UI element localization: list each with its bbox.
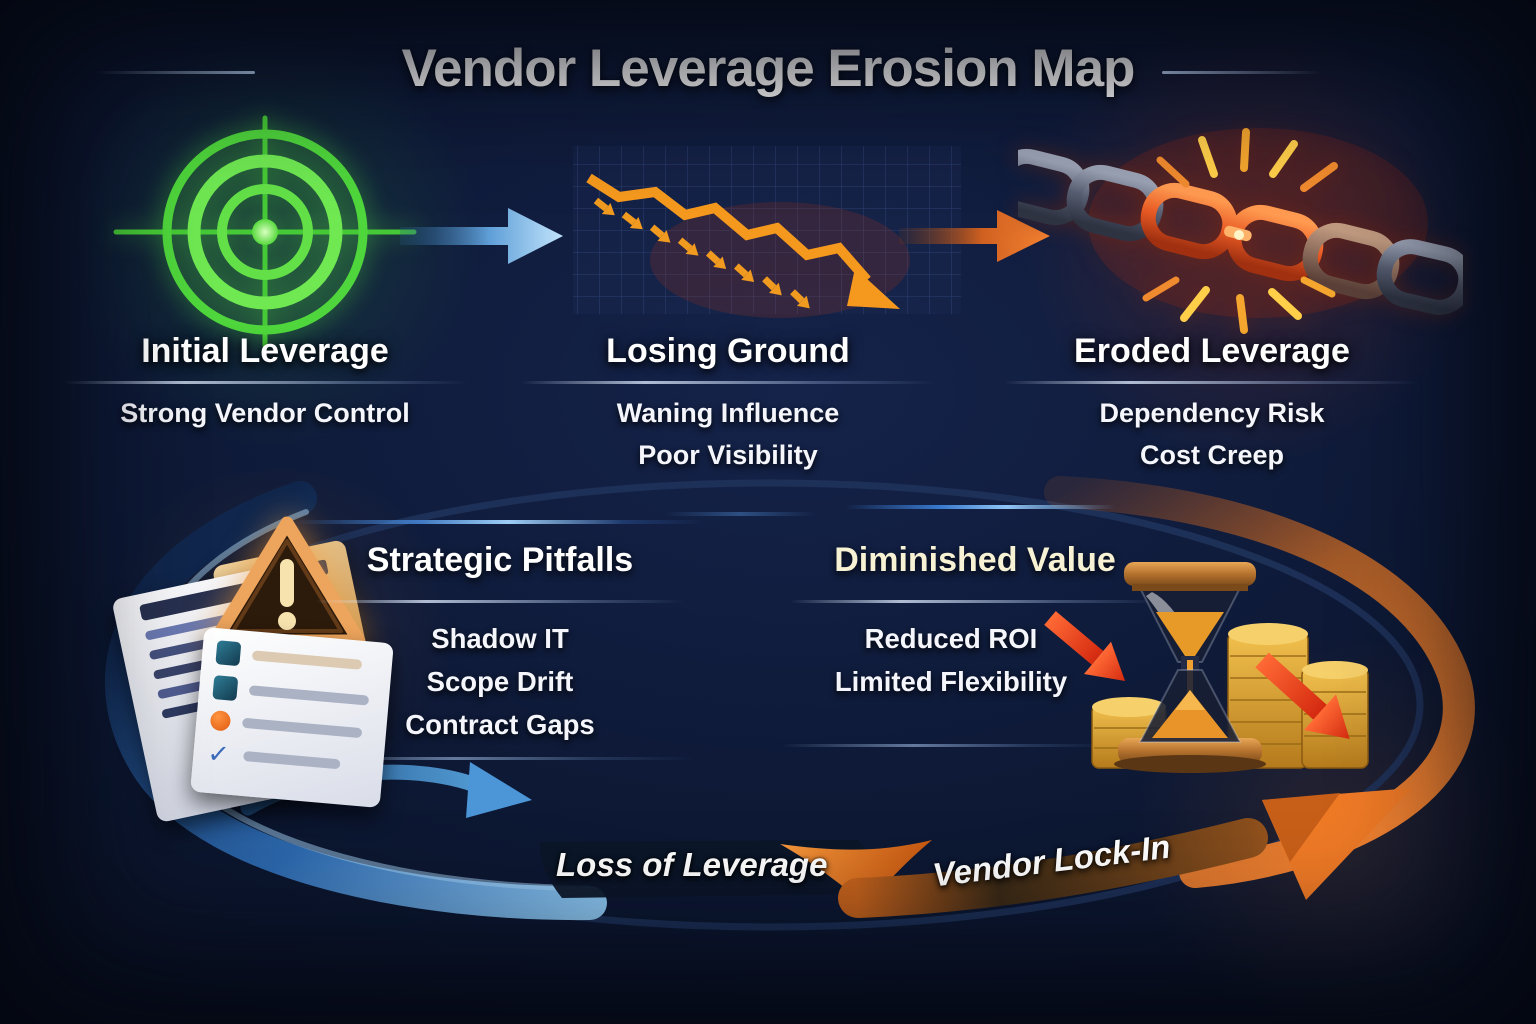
divider-below-diminished — [782, 744, 1112, 747]
loss-label-band — [539, 840, 871, 898]
loop-small-blue-arrowhead — [466, 762, 532, 818]
stage-eroded-leverage: Eroded Leverage Dependency Risk Cost Cre… — [992, 331, 1432, 476]
dashed-trend-arrows — [593, 197, 810, 309]
pitfall-item: Contract Gaps — [405, 709, 595, 740]
pitfall-item: Shadow IT — [431, 623, 569, 654]
checkbox-icon — [212, 675, 239, 702]
bullet-dot-icon — [209, 709, 232, 732]
lockin-arrowhead-shade — [1262, 793, 1340, 862]
title-rule-left — [95, 71, 255, 74]
stage-detail: Poor Visibility — [638, 440, 818, 470]
page-title: Vendor Leverage Erosion Map — [401, 39, 1136, 98]
section-divider — [790, 600, 1160, 603]
warning-documents-icon: ✓ — [105, 516, 455, 824]
stage-divider — [520, 381, 936, 384]
stage-label: Initial Leverage — [141, 332, 389, 370]
stage-divider — [1004, 381, 1420, 384]
break-sparks — [1142, 128, 1338, 334]
stage-detail: Dependency Risk — [1099, 398, 1325, 428]
decline-arrow-right — [1255, 652, 1350, 739]
section-label: Diminished Value — [834, 541, 1116, 579]
checkmark-icon: ✓ — [206, 737, 231, 770]
stage-losing-ground: Losing Ground Waning Influence Poor Visi… — [508, 331, 948, 476]
section-divider — [315, 600, 685, 603]
lockin-band — [838, 818, 1268, 918]
stage-label: Losing Ground — [606, 332, 850, 370]
diminished-item: Reduced ROI — [864, 623, 1038, 654]
hourglass-coins-icon — [1044, 562, 1369, 773]
hourglass — [1114, 562, 1266, 773]
pitfall-item: Scope Drift — [426, 666, 574, 697]
loss-of-leverage-label: Loss of Leverage — [556, 846, 828, 883]
stage-detail: Waning Influence — [616, 398, 840, 428]
divider-below-pitfalls — [295, 757, 695, 760]
loop-orange-chevron — [780, 840, 932, 908]
section-strategic-pitfalls: Strategic Pitfalls Shadow IT Scope Drift… — [300, 540, 700, 746]
target-icon — [113, 115, 417, 349]
arrow-losing-to-eroded-icon — [899, 210, 1050, 262]
diminished-item: Limited Flexibility — [834, 666, 1068, 697]
arrow-initial-to-losing-icon — [400, 208, 563, 264]
section-label: Strategic Pitfalls — [366, 541, 634, 579]
decline-arrow-left — [1044, 611, 1126, 681]
section-diminished-value: Diminished Value Reduced ROI Limited Fle… — [780, 540, 1170, 703]
stage-detail: Cost Creep — [1139, 440, 1285, 470]
stage-detail: Strong Vendor Control — [120, 398, 410, 428]
title-rule-right — [1162, 71, 1322, 74]
stage-label: Eroded Leverage — [1074, 332, 1350, 370]
broken-chain-icon — [1018, 128, 1463, 334]
stage-divider — [62, 381, 468, 384]
declining-chart-icon — [565, 146, 967, 326]
checkbox-icon — [215, 640, 242, 667]
stage-initial-leverage: Initial Leverage Strong Vendor Control — [40, 331, 490, 434]
